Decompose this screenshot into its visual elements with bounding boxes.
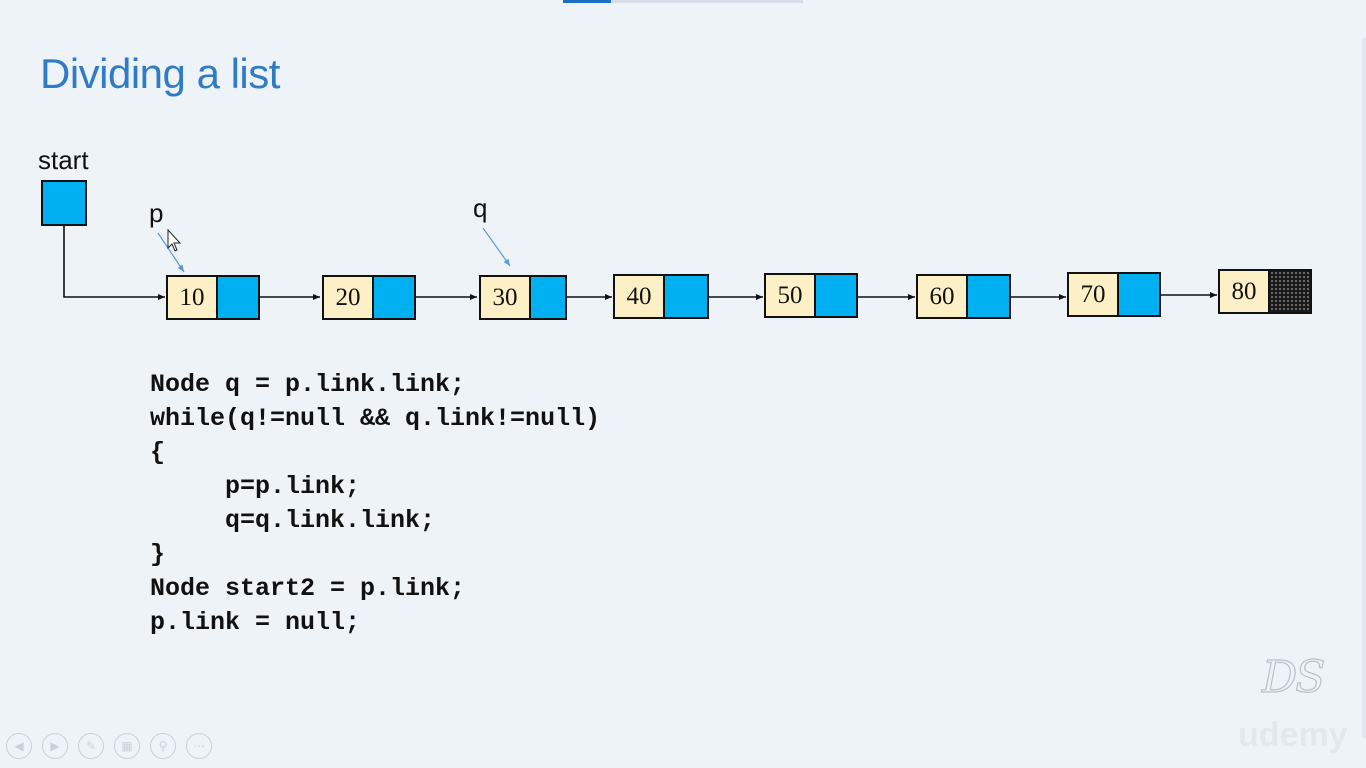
node-link [218,277,258,318]
node-link [968,276,1009,317]
start-pointer-box [41,180,87,226]
slideshow-controls: ◀ ▶ ✎ ▦ ⚲ ⋯ [6,733,212,759]
ds-logo: DS [1261,651,1326,703]
node-data: 20 [324,277,374,318]
node-data: 60 [918,276,968,317]
slide-title: Dividing a list [40,50,280,97]
progress-bar [563,0,803,3]
code-block: Node q = p.link.link; while(q!=null && q… [150,368,600,640]
progress-fill [563,0,611,3]
start-label: start [38,145,89,175]
more-icon[interactable]: ⋯ [186,733,212,759]
list-node: 10 [166,275,260,320]
scrollbar[interactable] [1362,38,1366,738]
list-node-last: 80 [1218,269,1312,314]
list-node: 30 [479,275,567,320]
node-data: 40 [615,276,665,317]
list-node: 40 [613,274,709,319]
code-line: while(q!=null && q.link!=null) [150,404,601,433]
code-line: Node q = p.link.link; [150,370,466,399]
code-line: Node start2 = p.link; [150,574,466,603]
pen-icon[interactable]: ✎ [78,733,104,759]
list-node: 20 [322,275,416,320]
node-link [1119,274,1159,315]
node-link [531,277,565,318]
node-data: 10 [168,277,218,318]
code-line: { [150,438,166,467]
code-line: } [150,540,166,569]
q-arrow [482,227,511,267]
zoom-icon[interactable]: ⚲ [150,733,176,759]
code-line: p.link = null; [150,608,361,637]
list-node: 70 [1067,272,1161,317]
node-link [665,276,707,317]
start-arrow [63,224,165,300]
list-node: 50 [764,273,858,318]
node-data: 30 [481,277,531,318]
code-line: p=p.link; [150,472,361,501]
udemy-watermark: udemy [1238,716,1348,754]
list-node: 60 [916,274,1011,319]
slides-icon[interactable]: ▦ [114,733,140,759]
next-icon[interactable]: ▶ [42,733,68,759]
mouse-cursor-icon [167,228,182,252]
node-data: 50 [766,275,816,316]
p-label: p [149,198,164,228]
node-link [374,277,414,318]
code-line: q=q.link.link; [150,506,436,535]
q-label: q [473,193,488,223]
p-arrow [157,232,185,273]
node-link [816,275,856,316]
previous-icon[interactable]: ◀ [6,733,32,759]
node-data: 80 [1220,271,1270,312]
node-data: 70 [1069,274,1119,315]
null-link [1270,271,1310,312]
